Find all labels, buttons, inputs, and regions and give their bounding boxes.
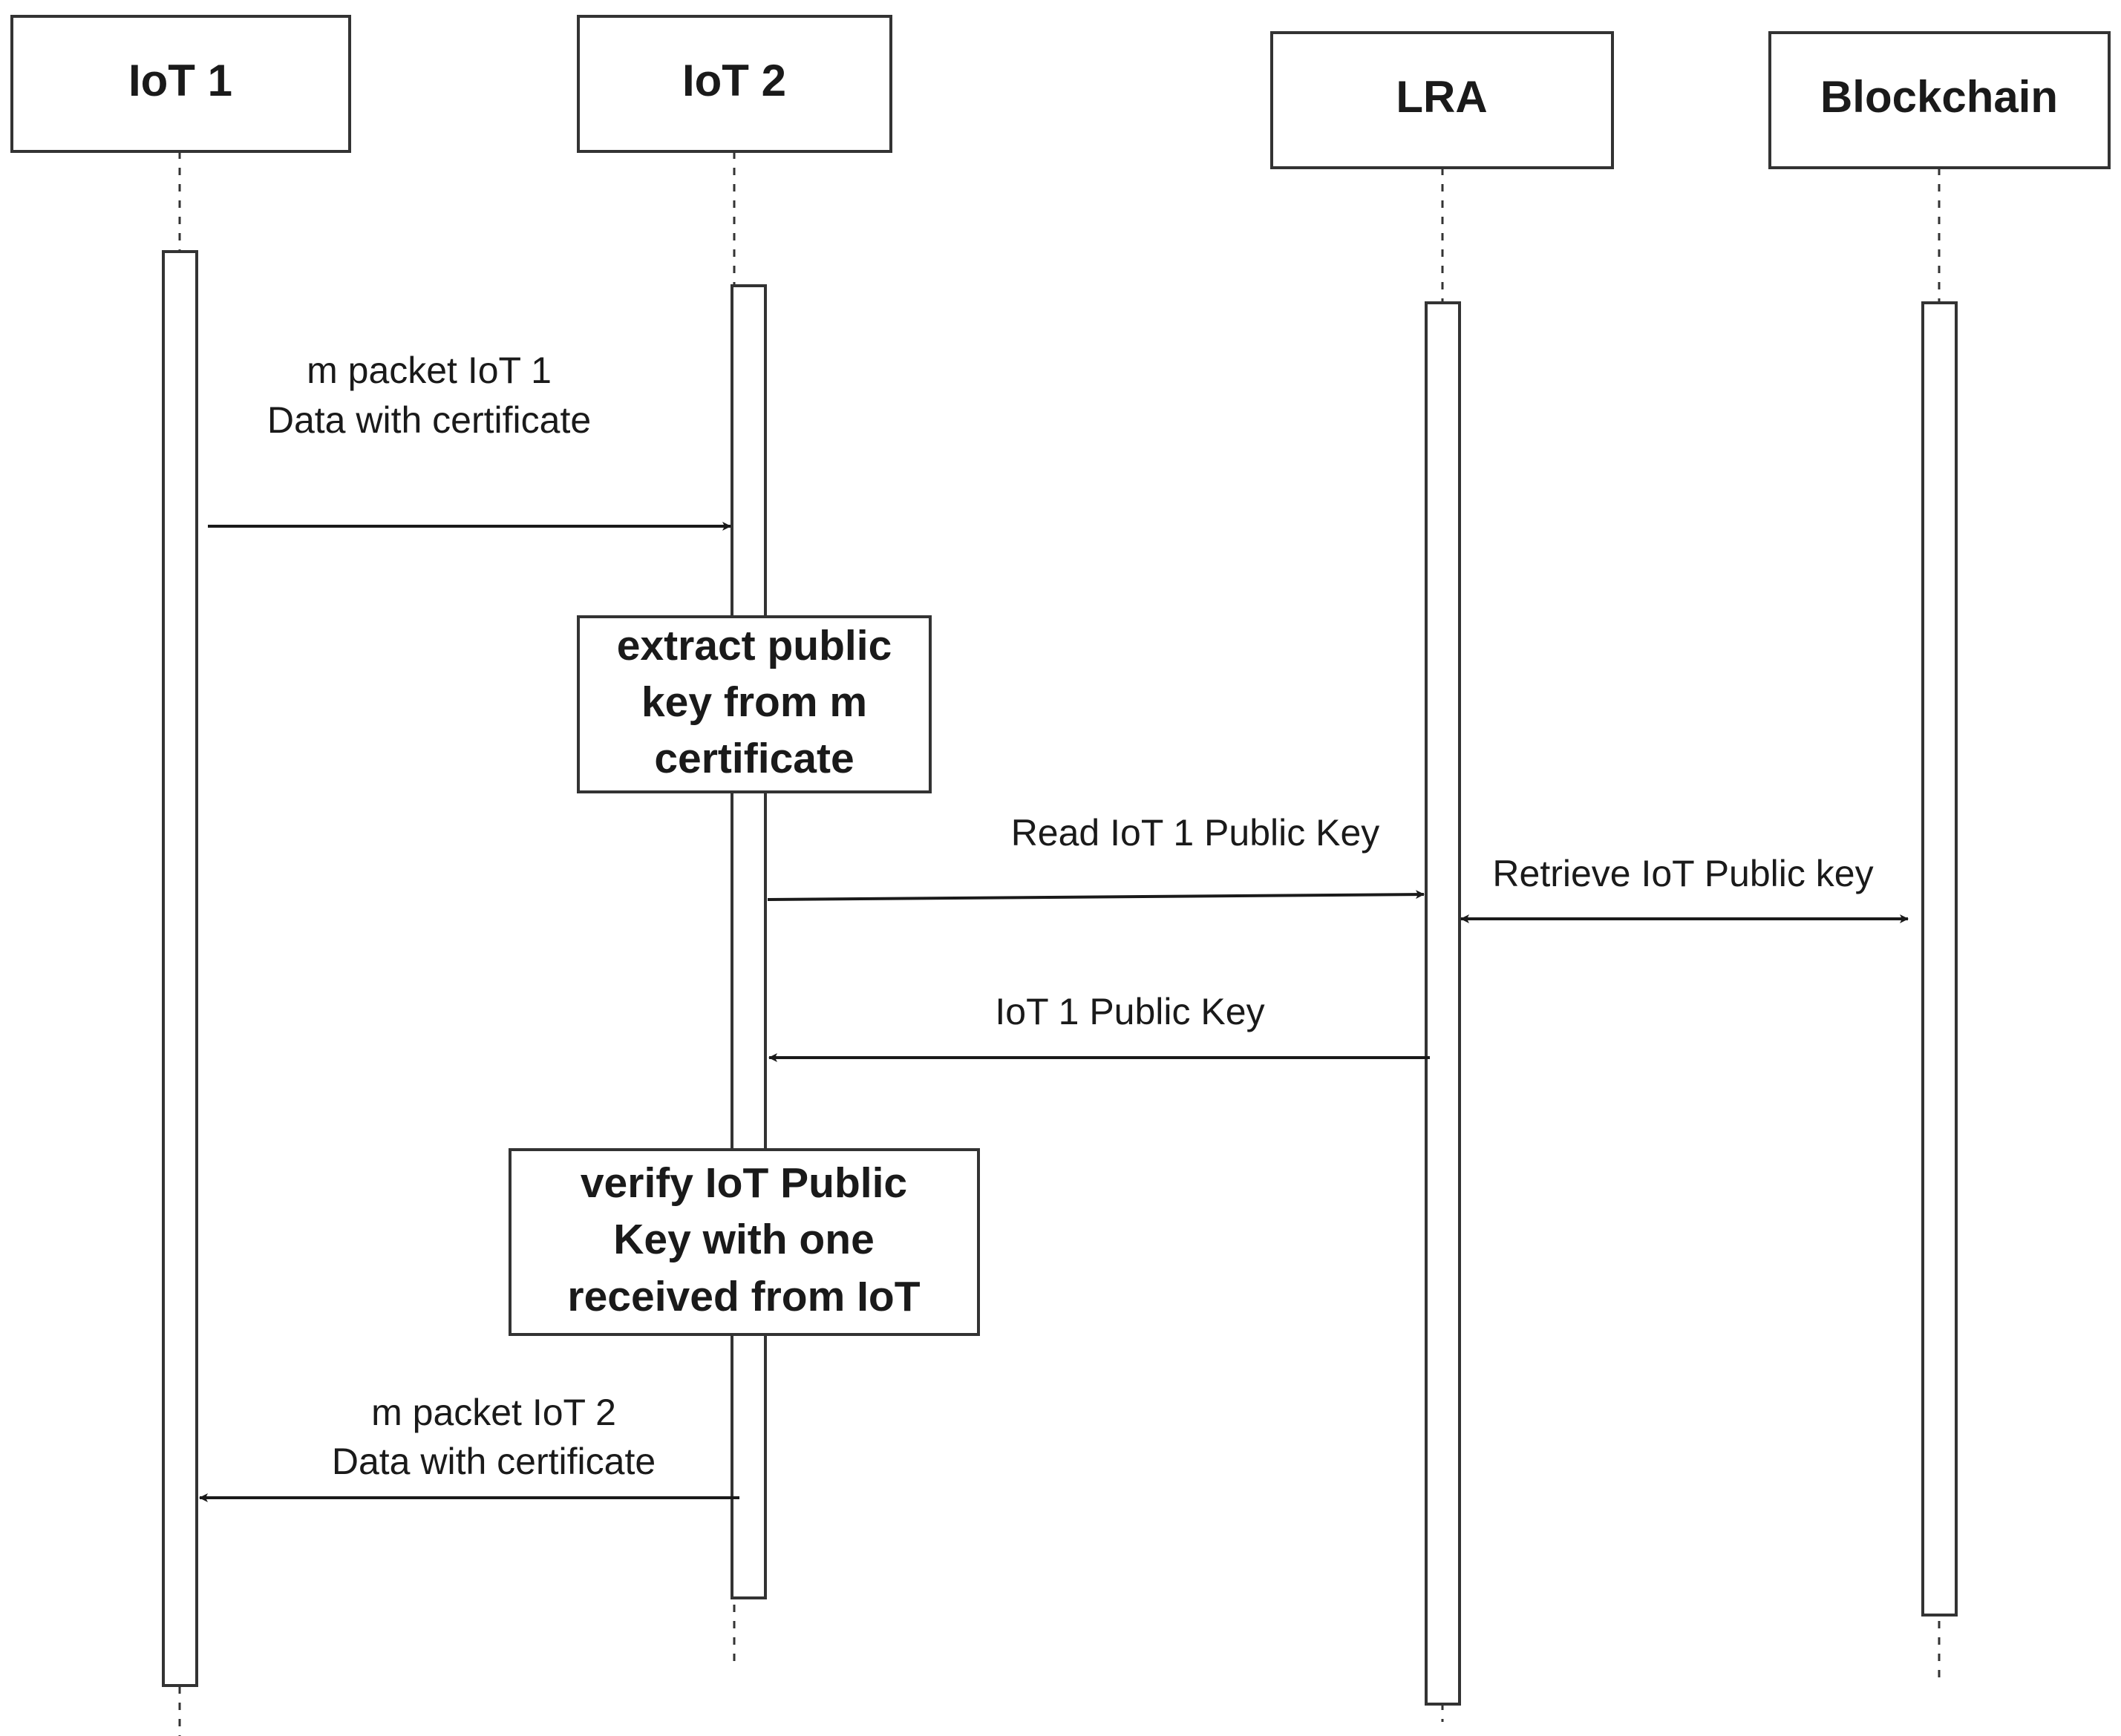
message-read-public-key: Read IoT 1 Public Key	[767, 812, 1425, 901]
participant-label: IoT 1	[128, 56, 232, 105]
note-line: verify IoT Public	[581, 1159, 907, 1207]
participant-blockchain: Blockchain	[1768, 31, 2111, 169]
activation-bar-iot1	[162, 250, 198, 1687]
message-label: Read IoT 1 Public Key	[1011, 812, 1380, 854]
activation-bar-blockchain	[1921, 301, 1958, 1617]
note-verify-public-key: verify IoT Public Key with one received …	[509, 1148, 980, 1336]
note-line: extract public	[617, 622, 892, 669]
message-label: Data with certificate	[332, 1441, 656, 1482]
participant-lra: LRA	[1270, 31, 1614, 169]
message-label: Data with certificate	[267, 399, 591, 441]
participant-iot2: IoT 2	[577, 15, 892, 153]
message-arrow	[767, 890, 1425, 901]
activation-bar-iot2	[731, 284, 767, 1599]
participant-label: IoT 2	[682, 56, 786, 105]
message-label: m packet IoT 1	[307, 350, 552, 391]
note-line: certificate	[654, 735, 854, 782]
participant-label: LRA	[1396, 72, 1487, 122]
note-line: Key with one	[613, 1216, 875, 1263]
activation-bar-lra	[1425, 301, 1461, 1706]
participant-label: Blockchain	[1820, 72, 2058, 122]
message-label: Retrieve IoT Public key	[1492, 853, 1873, 894]
message-retrieve-public-key: Retrieve IoT Public key	[1460, 853, 1909, 923]
message-m-packet-iot2: m packet IoT 2 Data with certificate	[199, 1392, 739, 1502]
message-label: IoT 1 Public Key	[995, 991, 1264, 1032]
note-extract-public-key: extract public key from m certificate	[577, 615, 932, 793]
message-iot1-public-key: IoT 1 Public Key	[768, 991, 1430, 1062]
message-m-packet-iot1: m packet IoT 1 Data with certificate	[208, 350, 731, 531]
message-label: m packet IoT 2	[371, 1392, 616, 1433]
participant-iot1: IoT 1	[10, 15, 351, 153]
note-line: received from IoT	[567, 1273, 920, 1320]
note-line: key from m	[641, 678, 867, 726]
